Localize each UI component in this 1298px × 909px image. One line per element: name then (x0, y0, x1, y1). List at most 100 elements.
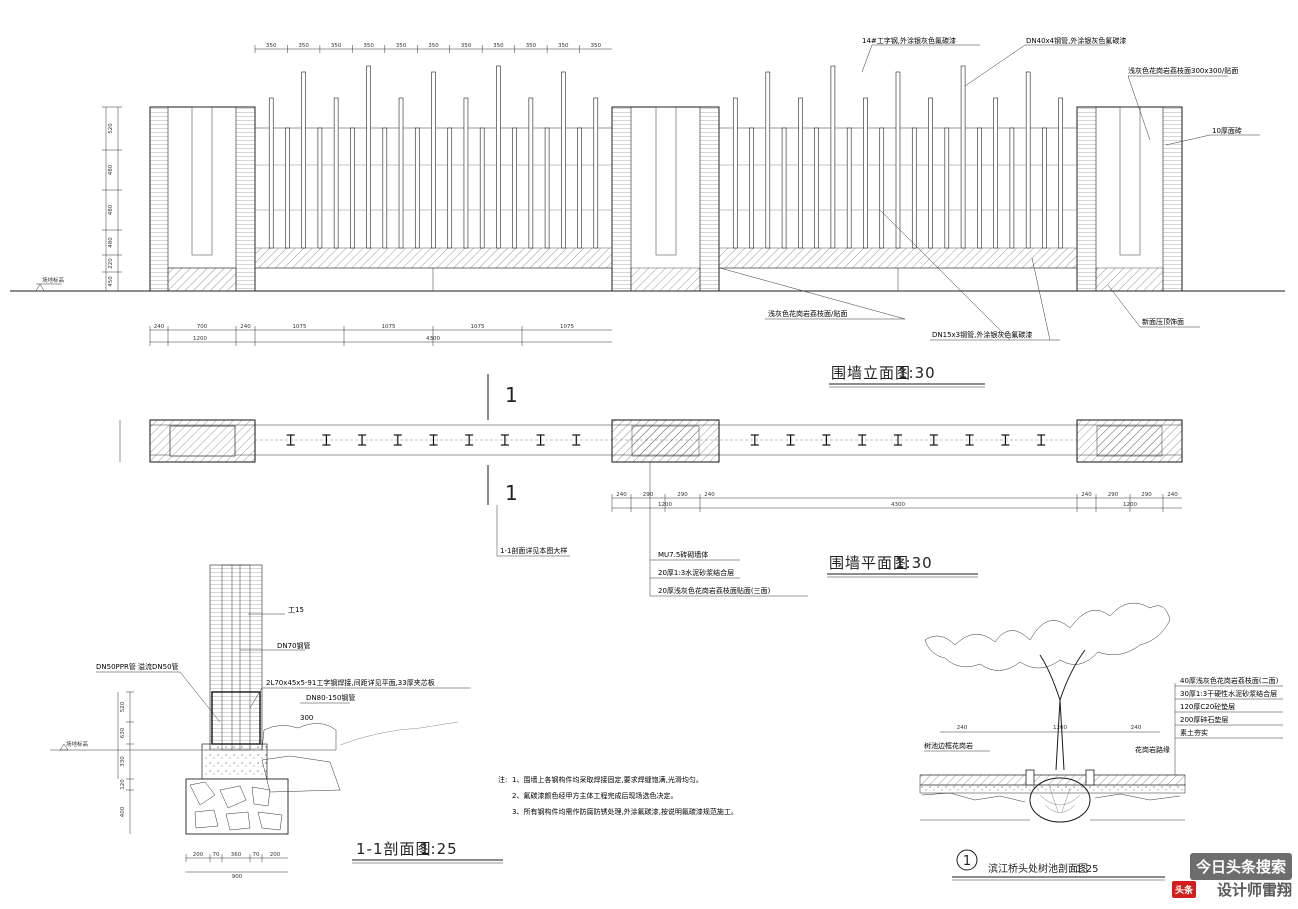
dim-total-4300: 4300 (426, 336, 440, 342)
fence-post (977, 127, 982, 249)
elev-bottom-dim-value: 1075 (293, 324, 307, 330)
i-beam-symbol (536, 434, 545, 446)
plan-dim-value: 290 (1141, 492, 1152, 498)
section-v-dim-value: 520 (120, 701, 126, 712)
section-v-dim-value: 120 (120, 779, 126, 790)
fence-post (781, 127, 787, 249)
fence-post (398, 97, 404, 249)
fence-post (993, 97, 998, 249)
tree-layer-label: 40厚浅灰色花岗岩荔枝面(二面) (1180, 676, 1279, 685)
fence-post (268, 97, 274, 249)
i-beam-symbol (822, 434, 831, 446)
fence-post (765, 71, 771, 249)
fence-post (285, 127, 290, 249)
plan-dim-total-4300: 4300 (891, 502, 905, 508)
elev-top-dim-value: 350 (461, 43, 472, 49)
fence-post (366, 65, 371, 249)
plan-scale: 1:30 (895, 554, 933, 572)
tree-canopy (924, 602, 1171, 671)
callout-top-finish: 新面压顶饰面 (1142, 317, 1184, 326)
i-beam-symbol (322, 434, 331, 446)
i-beam-symbol (929, 434, 938, 446)
section-label-weep: 溢流DN50管 (138, 662, 179, 671)
tree-layer-label: 120厚C20砼垫层 (1180, 702, 1235, 711)
fence-post (1058, 97, 1064, 249)
section-label-pipe: DN70钢管 (277, 641, 311, 650)
callout-plaster: 20厚1:3水泥砂浆结合层 (658, 568, 734, 577)
fence-post (528, 97, 534, 249)
fence-post (1042, 127, 1047, 249)
fence-panel-right (718, 65, 1078, 269)
tree-pit-layer-callouts: 40厚浅灰色花岗岩荔枝面(二面)30厚1:3干硬性水泥砂浆结合层120厚C20砼… (1175, 676, 1283, 739)
section-label-i-beam: 工15 (288, 606, 304, 614)
tree-dim-right: 240 (1131, 725, 1142, 731)
watermark-badge: 头条 (1172, 881, 1197, 898)
plan-dim-total-1200-mid: 1200 (658, 502, 672, 508)
note-2: 2、氟碳漆颜色经甲方主体工程完成后现场选色决定。 (512, 791, 677, 800)
callout-sandstone: 浅灰色花岗岩荔枝面300x300/贴面 (1128, 66, 1238, 75)
i-beam-symbol (894, 434, 902, 446)
left-pier (149, 106, 256, 292)
fence-post (561, 71, 566, 249)
i-beam-symbol (965, 434, 974, 446)
fence-panel-left (254, 65, 613, 269)
tree-pit-section-drawing: 240 1200 240 树池边框花岗岩 花岗岩路缘 40厚浅灰色花岗岩荔枝面(… (919, 602, 1283, 881)
section-1-1-drawing: 场地标高 工15 DN70钢管 DN50PPR管 溢流DN50管 2L70x45… (50, 564, 503, 880)
elevation-title: 围墙立面图 (831, 364, 911, 382)
elev-bottom-dim-value: 700 (197, 324, 208, 330)
elev-top-dim-value: 350 (591, 43, 602, 49)
tree-layer-label: 200厚碎石垫层 (1180, 715, 1228, 724)
fence-post (1009, 127, 1015, 249)
section-label-ppr: DN50PPR管 (96, 662, 136, 671)
elev-top-dim-value: 350 (266, 43, 277, 49)
section-label-gravel: 300 (300, 714, 313, 722)
fence-post (830, 65, 836, 249)
section-h-dim-value: 200 (193, 852, 204, 858)
section-mark-top: 1 (505, 383, 518, 407)
elev-left-dim-value: 450 (108, 276, 114, 287)
fence-post (732, 97, 738, 249)
section-scale: 1:25 (420, 840, 458, 858)
elev-bottom-dim-value: 240 (154, 324, 165, 330)
fence-post (911, 127, 917, 249)
fence-post (846, 127, 852, 249)
fence-post (928, 97, 933, 249)
i-beam-symbol (393, 434, 402, 446)
elev-left-dim-value: 480 (108, 237, 114, 248)
plan-pier-right (1076, 419, 1183, 463)
fence-post (301, 71, 306, 249)
i-beam-symbol (429, 434, 438, 446)
tree-scale: 1:25 (1076, 864, 1098, 875)
tree-dim-left: 240 (957, 725, 968, 731)
fence-post (414, 127, 420, 249)
plan-dim-value: 290 (643, 492, 654, 498)
elev-bottom-dim-value: 240 (240, 324, 251, 330)
callout-small-pipe: DN15x3钢管,外涂银灰色氟碳漆 (932, 330, 1032, 339)
callout-brick: MU7.5砖砌墙体 (658, 550, 708, 559)
plan-dim-value: 240 (704, 492, 715, 498)
tree-detail-number-circle (956, 849, 978, 871)
plan-dim-value: 290 (1108, 492, 1119, 498)
general-notes: 注: 1、围墙上各钢构件均采取焊接固定,要求焊缝饱满,光滑均匀。 2、氟碳漆颜色… (498, 775, 738, 816)
tree-dim-mid: 1200 (1053, 725, 1067, 731)
fence-post (350, 127, 355, 249)
fence-post (317, 127, 323, 249)
i-beam-symbol (1037, 434, 1046, 446)
elev-top-dim-value: 350 (428, 43, 439, 49)
elev-left-dim-value: 220 (108, 258, 114, 269)
plan-pier-middle (611, 419, 720, 463)
plan-dim-value: 240 (1167, 492, 1178, 498)
callout-detail: 1-1剖面详见本图大样 (500, 546, 567, 555)
elev-left-dim-value: 480 (108, 164, 114, 175)
fence-post (463, 97, 469, 249)
elev-bottom-dim-value: 1075 (560, 324, 574, 330)
section-h-dim-value: 70 (213, 852, 220, 858)
fence-post (1025, 71, 1031, 249)
section-ground-label: 场地标高 (66, 740, 89, 748)
root-ball (1029, 777, 1091, 823)
section-title: 1-1剖面图 (356, 840, 432, 858)
